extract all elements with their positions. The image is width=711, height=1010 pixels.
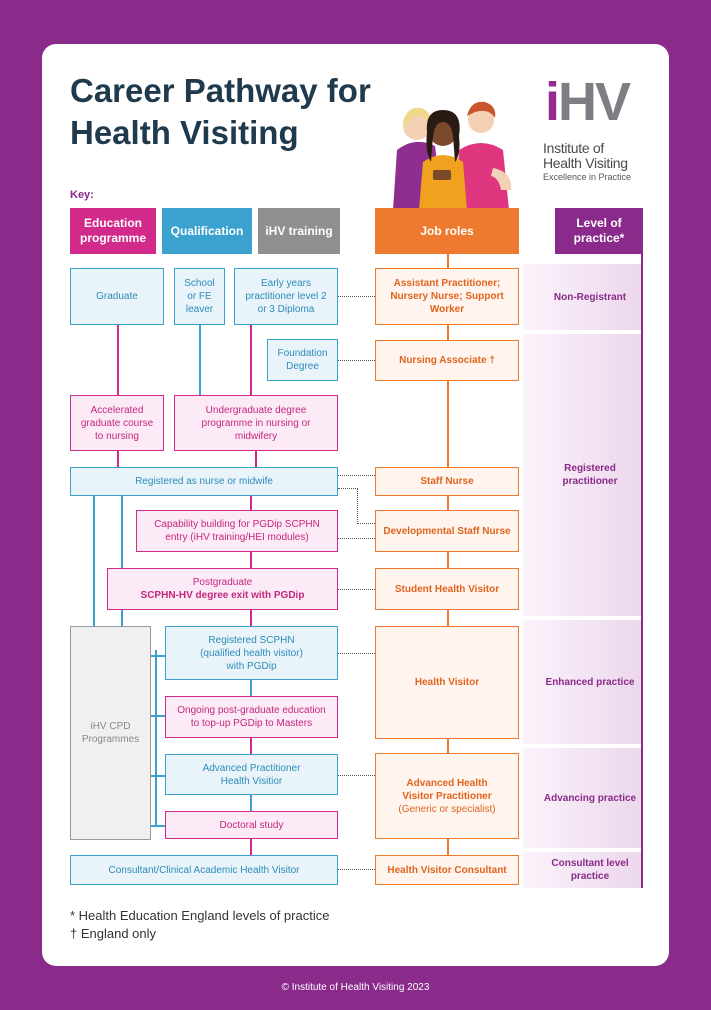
- dotted-link: [338, 869, 375, 870]
- header-job-roles: Job roles: [375, 208, 519, 254]
- dotted-link: [338, 653, 375, 654]
- level-consultant-practice: Consultant level practice: [551, 858, 629, 882]
- box-accelerated-graduate: Accelerated graduate course to nursing: [70, 395, 164, 451]
- job-nursing-associate: Nursing Associate †: [375, 340, 519, 381]
- page-title: Career Pathway for Health Visiting: [70, 70, 400, 154]
- health-visitors-illustration: [393, 101, 512, 210]
- box-consultant-clinical-academic: Consultant/Clinical Academic Health Visi…: [70, 855, 338, 885]
- connector: [447, 254, 449, 268]
- box-capability-building: Capability building for PGDip SCPHN entr…: [136, 510, 338, 552]
- connector: [250, 839, 252, 855]
- connector: [447, 610, 449, 626]
- header-education-programme: Education programme: [70, 208, 156, 254]
- scphn-hv-degree-label: SCPHN-HV degree exit with PGDip: [140, 590, 305, 601]
- header-level-of-practice: Level of practice*: [555, 208, 643, 254]
- key-label: Key:: [70, 189, 94, 201]
- connector: [250, 325, 252, 395]
- connector: [255, 451, 257, 467]
- header-ihv-training: iHV training: [258, 208, 340, 254]
- level-column-border: [641, 254, 643, 888]
- title-line-2: Health Visiting: [70, 114, 299, 151]
- box-registered-nurse: Registered as nurse or midwife: [70, 467, 338, 496]
- box-graduate: Graduate: [70, 268, 164, 325]
- connector: [250, 680, 252, 696]
- connector: [93, 496, 95, 626]
- box-undergraduate-degree: Undergraduate degree programme in nursin…: [174, 395, 338, 451]
- connector: [447, 839, 449, 855]
- box-advanced-practitioner: Advanced Practitioner Health Visitior: [165, 754, 338, 795]
- job-health-visitor: Health Visitor: [375, 626, 519, 739]
- connector: [117, 325, 119, 395]
- postgraduate-label: Postgraduate: [192, 577, 253, 588]
- logo-name-line-1: Institute of: [543, 140, 604, 156]
- connector: [121, 496, 123, 626]
- connector: [151, 715, 165, 717]
- connector: [199, 325, 201, 395]
- dotted-link: [338, 488, 358, 489]
- box-school-fe-leaver: School or FE leaver: [174, 268, 225, 325]
- band-enhanced: [523, 620, 643, 744]
- dotted-link: [338, 475, 375, 476]
- job-health-visitor-consultant: Health Visitor Consultant: [375, 855, 519, 885]
- connector: [447, 381, 449, 467]
- connector: [151, 655, 165, 657]
- band-advancing: [523, 748, 643, 848]
- connector: [447, 739, 449, 753]
- connector: [155, 650, 157, 826]
- dotted-link: [338, 538, 375, 539]
- footnote-england: † England only: [70, 926, 157, 941]
- level-non-registrant: Non-Registrant: [553, 291, 627, 303]
- level-advancing-practice: Advancing practice: [543, 792, 637, 804]
- logo-tagline: Excellence in Practice: [543, 172, 632, 182]
- job-staff-nurse: Staff Nurse: [375, 467, 519, 496]
- band-registered: [523, 334, 643, 616]
- title-line-1: Career Pathway for: [70, 72, 371, 109]
- band-non-registrant: [523, 264, 643, 330]
- connector: [250, 496, 252, 510]
- dotted-link: [338, 775, 375, 776]
- job-advanced-health-visitor: Advanced Health Visitor Practitioner (Ge…: [375, 753, 519, 839]
- header-qualification: Qualification: [162, 208, 252, 254]
- box-ihv-cpd-programmes: iHV CPD Programmes: [70, 626, 151, 840]
- dotted-link: [357, 488, 358, 524]
- job-developmental-staff-nurse: Developmental Staff Nurse: [375, 510, 519, 552]
- connector: [151, 825, 165, 827]
- level-enhanced-practice: Enhanced practice: [545, 676, 635, 688]
- connector: [250, 738, 252, 754]
- advanced-hv-subtitle: (Generic or specialist): [398, 803, 496, 815]
- box-doctoral-study: Doctoral study: [165, 811, 338, 839]
- box-ongoing-postgraduate: Ongoing post-graduate education to top-u…: [165, 696, 338, 738]
- connector: [447, 496, 449, 510]
- connector: [151, 775, 165, 777]
- level-registered-practitioner: Registered practitioner: [562, 463, 618, 487]
- band-consultant: [523, 852, 643, 888]
- ihv-logo: iHV: [545, 72, 631, 132]
- connector: [117, 451, 119, 467]
- footnote-levels: * Health Education England levels of pra…: [70, 908, 330, 923]
- box-registered-scphn: Registered SCPHN (qualified health visit…: [165, 626, 338, 680]
- connector: [250, 795, 252, 811]
- dotted-link: [338, 589, 375, 590]
- dotted-link: [338, 360, 375, 361]
- dotted-link: [357, 523, 375, 524]
- logo-name-line-2: Health Visiting: [543, 155, 628, 171]
- advanced-hv-title: Advanced Health Visitor Practitioner: [402, 777, 492, 802]
- job-student-health-visitor: Student Health Visitor: [375, 568, 519, 610]
- job-assistant-practitioner: Assistant Practitioner; Nursery Nurse; S…: [375, 268, 519, 325]
- connector: [250, 610, 252, 626]
- box-early-years: Early years practitioner level 2 or 3 Di…: [234, 268, 338, 325]
- copyright: © Institute of Health Visiting 2023: [281, 982, 430, 993]
- box-foundation-degree: Foundation Degree: [267, 339, 338, 381]
- connector: [447, 552, 449, 568]
- dotted-link: [338, 296, 375, 297]
- connector: [250, 552, 252, 568]
- box-postgraduate: Postgraduate SCPHN-HV degree exit with P…: [107, 568, 338, 610]
